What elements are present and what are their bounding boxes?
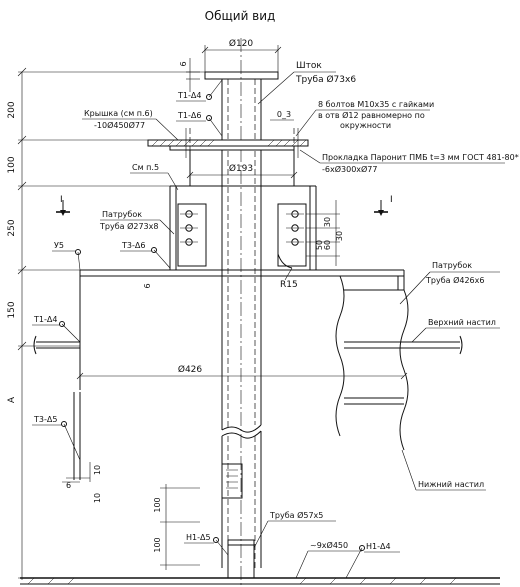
weld-t1-left: Т1-Δ4 <box>33 315 57 324</box>
dim-30-b: 30 <box>323 217 332 227</box>
housing-426: Ø426 10 6 <box>62 269 408 490</box>
label-lower-deck: Нижний настил <box>418 480 484 489</box>
nozzle-273: 30 30 60 50 R15 <box>169 185 344 290</box>
dim-6-bottom: 6 <box>66 481 71 490</box>
weld-t3-6: Т3-Δ6 <box>121 241 145 250</box>
label-upper-deck: Верхний настил <box>428 318 496 327</box>
dim-100-b: 100 <box>153 497 162 512</box>
label-gasket-2: -6хØ300хØ77 <box>322 164 378 174</box>
section-mark-right: I <box>390 195 393 205</box>
dim-100-c: 100 <box>153 537 162 552</box>
dim-150: 150 <box>7 301 17 318</box>
dim-100: 100 <box>7 156 17 173</box>
label-bolts-1: 8 болтов М10х35 с гайками <box>318 100 434 109</box>
weld-t1-top: Т1-Δ4 <box>177 91 201 100</box>
label-nozzle-426-2: Труба Ø426х6 <box>425 275 484 285</box>
dim-30-a: 30 <box>335 231 344 241</box>
label-gasket-1: Прокладка Паронит ПМБ t=3 мм ГОСТ 481-80… <box>322 153 519 162</box>
dim-200: 200 <box>7 101 17 118</box>
lid-hatch <box>151 139 307 147</box>
label-nozzle-273-1: Патрубок <box>102 210 142 219</box>
left-dimension-chain: 200 100 250 150 A <box>7 67 205 580</box>
break-lines <box>33 275 463 451</box>
rod-pipe <box>221 38 262 585</box>
label-bolts-2: в отв Ø12 равномерно по <box>318 110 425 120</box>
label-rod-pipe: Труба Ø73х6 <box>295 74 356 85</box>
dim-a: A <box>7 396 17 403</box>
weld-n1-4: Н1-Δ4 <box>366 542 391 551</box>
label-plate450: ~9хØ450 <box>310 540 348 550</box>
label-see5: См п.5 <box>132 163 159 172</box>
weld-u5: У5 <box>54 241 64 250</box>
callouts-left: Крышка (см п.6) -10Ø450Ø77 См п.5 Патруб… <box>82 109 362 579</box>
lower-assembly: 100 100 <box>20 463 500 585</box>
label-lid-1: Крышка (см п.6) <box>84 109 153 118</box>
dim-10-a: 10 <box>93 465 102 475</box>
dim-250: 250 <box>7 219 17 236</box>
dim-d426: Ø426 <box>178 364 203 375</box>
label-nozzle-273-2: Труба Ø273х8 <box>99 221 158 231</box>
label-pipe57: Труба Ø57х5 <box>269 510 323 520</box>
callouts-right: Шток Труба Ø73х6 8 болтов М10х35 с гайка… <box>257 61 519 491</box>
dim-10-b: 10 <box>93 493 102 503</box>
upper-body: Ø193 <box>186 150 298 186</box>
dim-6-mid: 6 <box>143 283 152 288</box>
section-mark-left: I <box>60 195 63 205</box>
dim-r15: R15 <box>280 280 298 290</box>
dim-60: 60 <box>323 240 332 250</box>
dim-6-top: 6 <box>179 61 188 66</box>
rod-head: Ø120 6 <box>179 38 282 92</box>
weld-t3-5: Т3-Δ5 <box>33 415 57 424</box>
label-rod: Шток <box>296 61 322 71</box>
section-markers: I I <box>56 195 393 216</box>
label-lid-2: -10Ø450Ø77 <box>94 120 145 130</box>
dim-50: 50 <box>315 240 324 250</box>
label-bolts-3: окружности <box>340 121 391 130</box>
label-nozzle-426-1: Патрубок <box>432 261 472 270</box>
drawing-title: Общий вид <box>205 9 276 23</box>
dim-0-3: 0_3 <box>277 110 291 119</box>
dim-d193: Ø193 <box>229 163 253 174</box>
weld-t1-mid: Т1-Δ6 <box>177 111 201 120</box>
lid-and-gasket: 0_3 <box>147 110 309 160</box>
weld-n1-5: Н1-Δ5 <box>186 533 211 542</box>
weld-symbols: Т1-Δ4 Т1-Δ6 Т3-Δ6 6 У5 Т1-Δ4 Т3-Δ5 Н1-Δ5… <box>32 79 400 579</box>
